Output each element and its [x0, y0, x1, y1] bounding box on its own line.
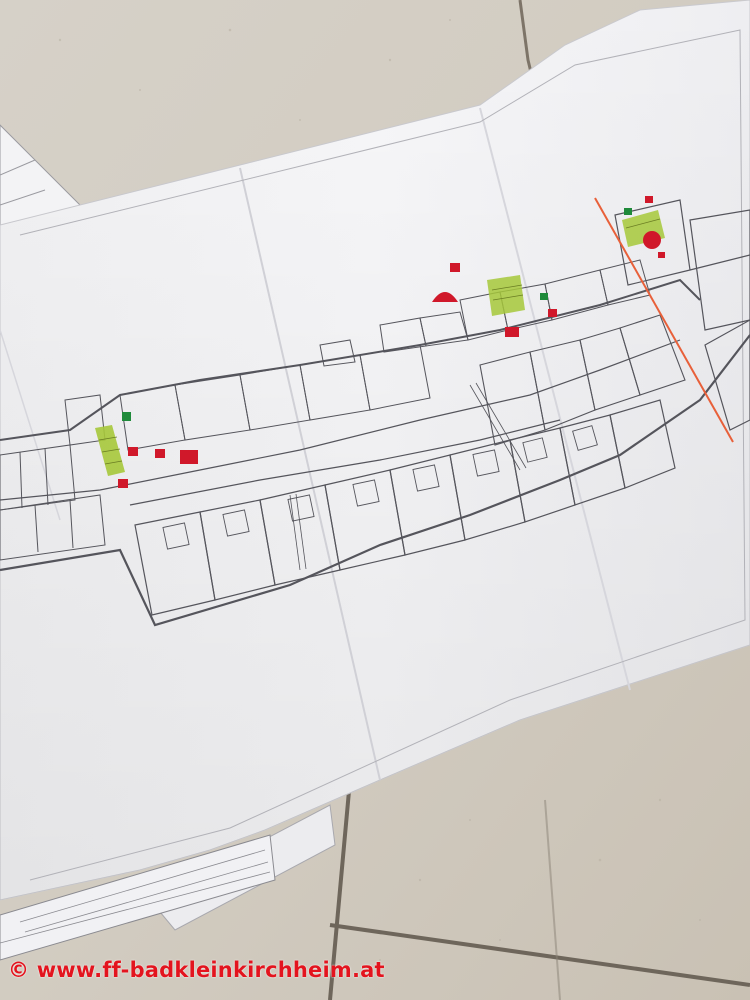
floor-plan-sheet: [0, 0, 750, 901]
building-floor-plan: [0, 199, 750, 627]
section-cut-line: [594, 197, 734, 443]
fire-safety-markers: [118, 196, 665, 488]
stacked-documents: [0, 124, 336, 961]
copyright-watermark: © www.ff-badkleinkirchheim.at: [8, 958, 385, 982]
stairwell-highlights: [95, 210, 665, 476]
